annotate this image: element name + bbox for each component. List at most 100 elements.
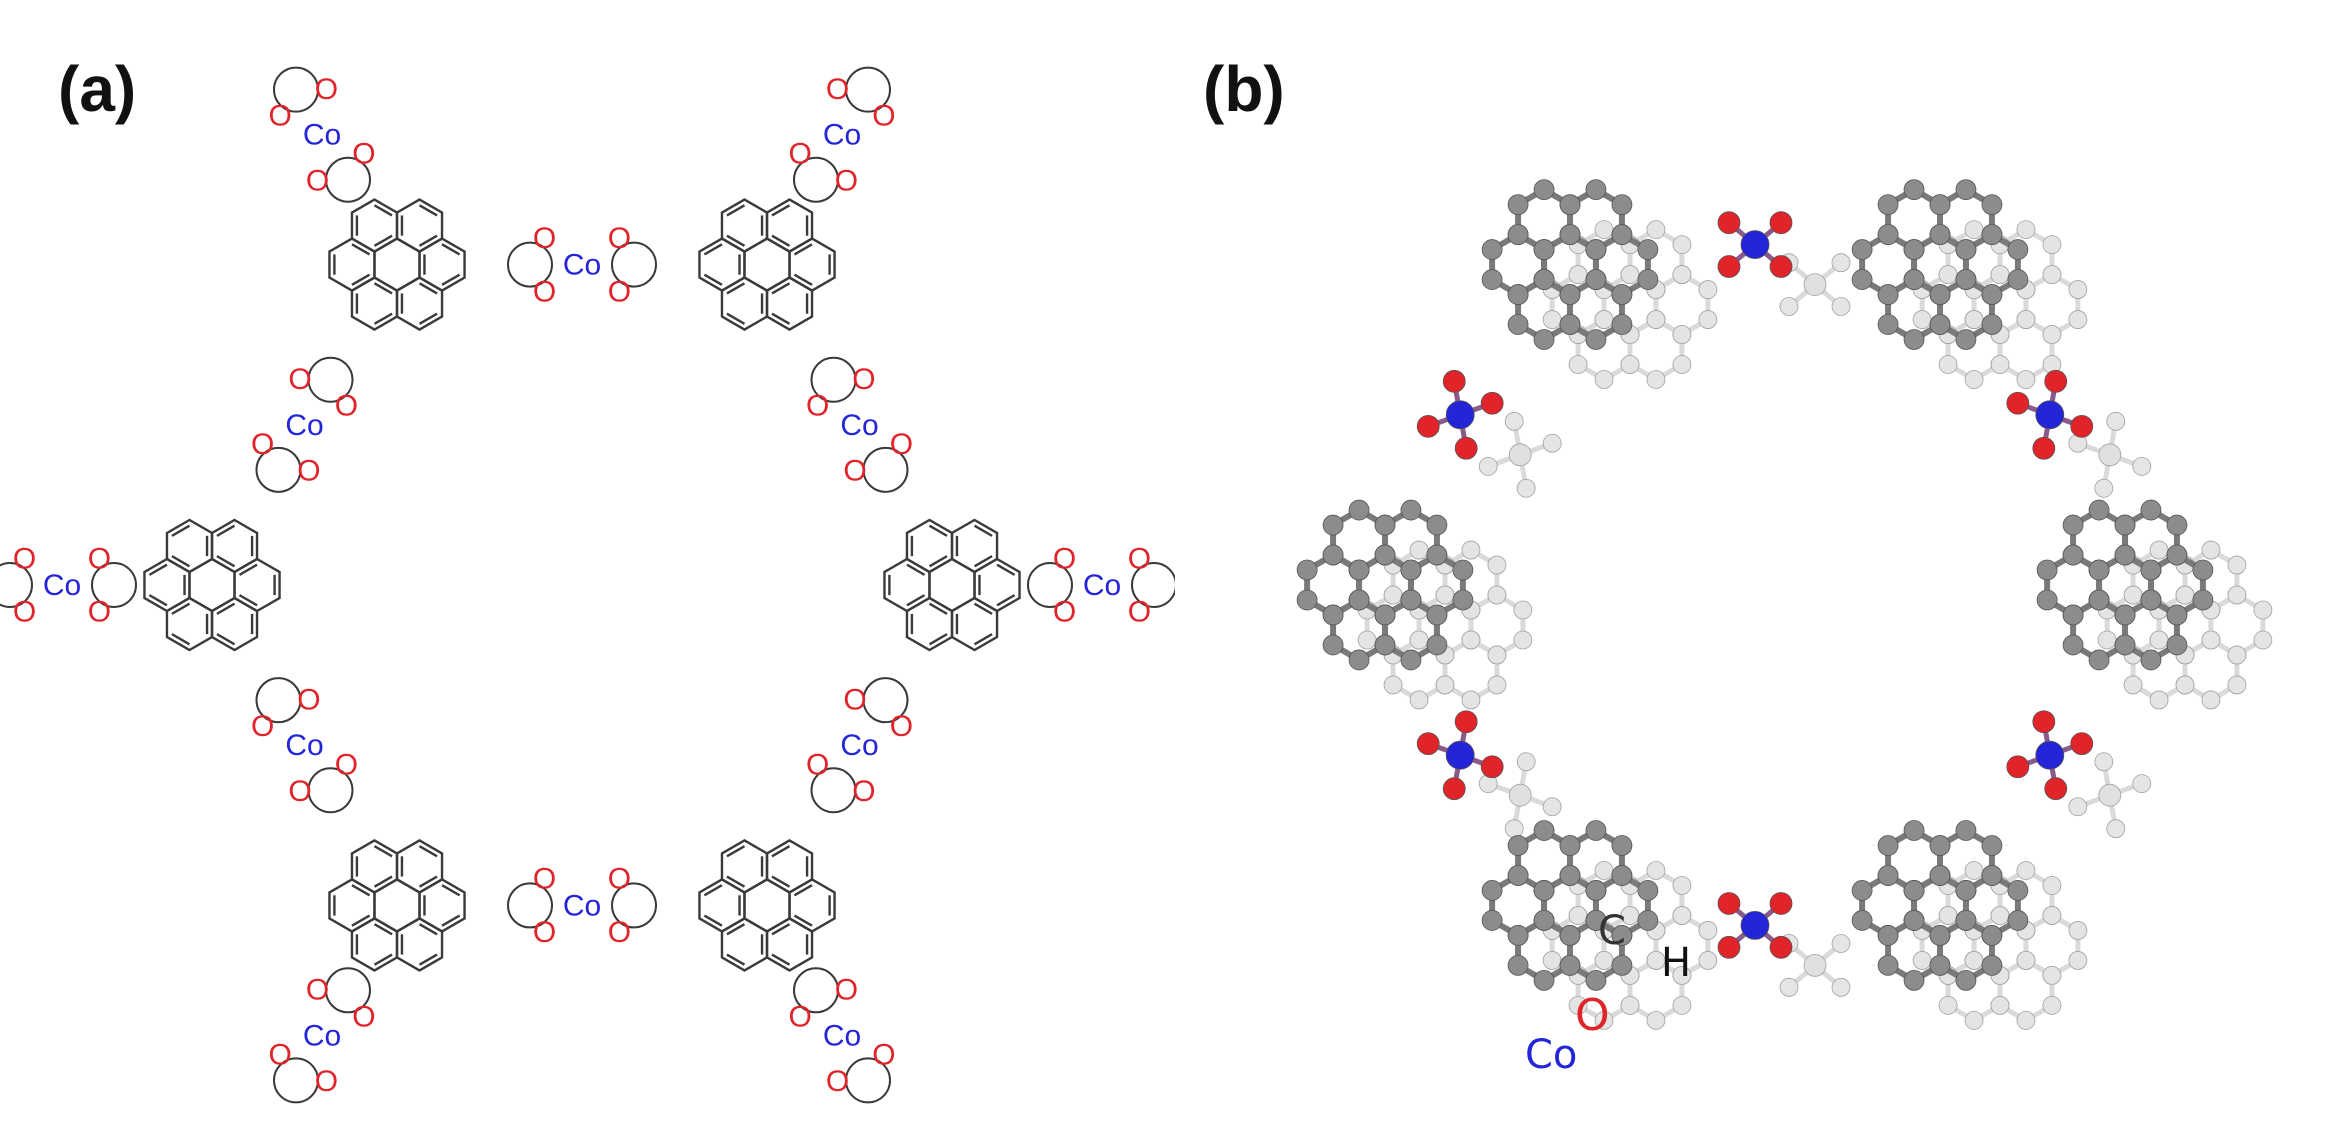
- double-bond: [373, 953, 393, 966]
- carbon-atom: [1507, 314, 1529, 335]
- carbon-atom: [1981, 835, 2003, 856]
- cobalt-atom: [1740, 230, 1770, 260]
- carbon-atom: [1585, 880, 1607, 901]
- carbon-atom: [1929, 954, 1951, 976]
- cobalt-atom: [1803, 954, 1827, 977]
- carbon-atom: [1955, 239, 1977, 261]
- double-bond: [238, 563, 258, 576]
- carbon-atom: [1542, 951, 1562, 970]
- carbon-atom: [1637, 269, 1659, 290]
- carbon-atom: [2062, 514, 2084, 536]
- carbon-atom: [1374, 544, 1396, 566]
- carbon-atom: [1964, 220, 1984, 240]
- carbon-atom: [2114, 544, 2136, 566]
- carbon-atom: [1637, 880, 1659, 901]
- carbon-atom: [1322, 514, 1344, 536]
- oxygen-atom: [1717, 892, 1741, 915]
- carbon-atom: [1646, 220, 1666, 240]
- carbon-atom: [1533, 909, 1555, 931]
- carbon-atom: [1461, 540, 1481, 560]
- chelate-ring: [307, 356, 354, 403]
- oxygen-atom-label: O: [268, 100, 291, 133]
- double-bond: [771, 875, 791, 888]
- carbon-atom: [1929, 284, 1951, 305]
- double-bond: [441, 884, 461, 897]
- carbon-atom: [2140, 589, 2162, 611]
- cobalt-atom-label: Co: [303, 119, 341, 152]
- carbon-atom: [1357, 630, 1377, 650]
- carbon-atom: [2227, 645, 2247, 665]
- oxygen-atom: [1717, 211, 1741, 235]
- carbon-atom: [1513, 630, 1533, 650]
- carbon-atom: [1646, 861, 1666, 880]
- oxygen-atom: [1769, 211, 1793, 235]
- oxygen-atom: [1416, 732, 1440, 756]
- double-bond: [726, 234, 746, 247]
- carbon-atom: [1481, 910, 1503, 931]
- double-bond: [441, 273, 461, 286]
- carbon-atom: [2016, 220, 2036, 240]
- carbon-atom: [2042, 325, 2062, 344]
- double-bond: [793, 273, 813, 286]
- oxygen-atom: [1779, 297, 1799, 316]
- carbon-atom: [1568, 355, 1588, 374]
- oxygen-atom-label: O: [872, 100, 895, 133]
- carbon-atom: [1383, 585, 1403, 605]
- carbon-atom: [1611, 954, 1633, 976]
- carbon-atom: [1938, 265, 1958, 285]
- double-bond: [771, 282, 791, 295]
- carbon-atom: [2016, 310, 2036, 329]
- oxygen-atom: [1831, 297, 1851, 316]
- double-bond: [373, 875, 393, 888]
- carbon-atom: [1507, 835, 1529, 856]
- oxygen-atom-label: O: [306, 974, 329, 1007]
- carbon-atom: [1296, 559, 1318, 581]
- oxygen-atom-label: O: [297, 455, 320, 488]
- chelate-ring: [307, 767, 354, 814]
- cobalt-atom: [2098, 783, 2122, 807]
- oxygen-atom: [1542, 433, 1562, 453]
- carbon-atom: [1559, 835, 1581, 856]
- carbon-atom: [2175, 585, 2195, 605]
- oxygen-atom: [1717, 255, 1741, 278]
- oxygen-atom-label: O: [251, 710, 274, 743]
- carbon-atom: [1698, 310, 1718, 329]
- double-bond: [973, 524, 993, 537]
- carbon-atom: [1481, 239, 1503, 260]
- oxygen-atom: [1454, 436, 1478, 460]
- chelate-ring: [507, 882, 553, 929]
- carbon-atom: [1903, 179, 1925, 201]
- carbon-atom: [1646, 370, 1666, 389]
- oxygen-atom: [2106, 411, 2126, 431]
- oxygen-atom: [1480, 391, 1504, 415]
- carbon-atom: [1981, 194, 2003, 216]
- carbon-atom: [1964, 1010, 1984, 1030]
- benzene-ring: [765, 276, 814, 331]
- cobalt-atom-label: Co: [840, 729, 878, 762]
- oxygen-atom-label: O: [13, 542, 36, 575]
- double-bond: [216, 633, 236, 646]
- carbon-atom: [1533, 880, 1555, 901]
- cobalt-atom: [1508, 783, 1532, 807]
- carbon-atom: [1877, 835, 1899, 856]
- background-layer: [1357, 220, 2273, 1030]
- carbon-atom: [1594, 861, 1614, 880]
- double-bond: [726, 282, 746, 295]
- carbon-atom: [1585, 179, 1607, 201]
- carbon-atom: [2149, 630, 2169, 650]
- cobalt-atom-label: Co: [840, 409, 878, 442]
- carbon-atom: [2149, 540, 2169, 560]
- double-bond: [703, 914, 723, 927]
- carbon-atom: [1672, 876, 1692, 895]
- carbon-atom: [1426, 634, 1448, 656]
- carbon-atom: [1594, 370, 1614, 389]
- carbon-atom: [1461, 690, 1481, 710]
- cobalt-atom-label: Co: [303, 1019, 341, 1052]
- carbon-atom: [1877, 925, 1899, 946]
- carbon-atom: [1400, 589, 1422, 611]
- carbon-atom: [1912, 951, 1932, 970]
- carbon-atom: [1585, 239, 1607, 260]
- oxygen-atom-label: O: [88, 596, 111, 629]
- carbon-atom: [1559, 954, 1581, 976]
- carbon-atom: [2068, 280, 2088, 299]
